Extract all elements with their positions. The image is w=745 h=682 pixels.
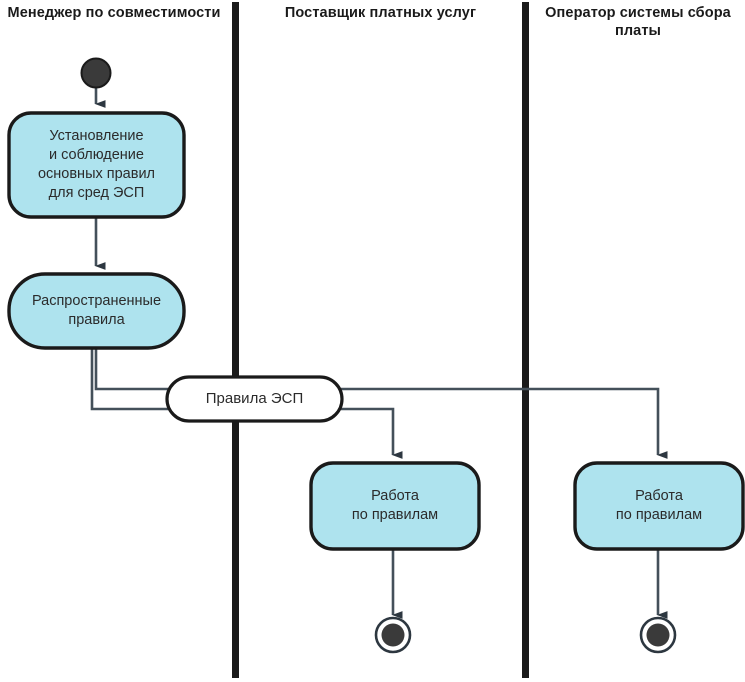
signal-esp-rules-shape[interactable]	[165, 375, 344, 423]
lane-header-compatibility-manager: Менеджер по совместимости	[7, 5, 221, 21]
edge-signal-to-provider	[341, 407, 403, 459]
edge-distributed-to-signal-upper	[94, 348, 168, 391]
edge-signal-to-operator	[341, 387, 668, 459]
activity-establish-rules-shape[interactable]	[7, 111, 186, 219]
initial-node	[80, 57, 112, 89]
edge-distributed-to-signal-lower	[90, 348, 168, 411]
activity-distributed-rules-shape[interactable]	[7, 272, 186, 350]
connectors	[90, 87, 668, 619]
final-node-provider	[374, 616, 412, 654]
lane-header-paid-service-provider: Поставщик платных услуг	[284, 5, 477, 21]
activity-work-by-rules-operator-shape[interactable]	[573, 461, 745, 551]
lane-header-toll-system-operator: Оператор системы сбора платы	[545, 5, 731, 39]
final-node-operator	[639, 616, 677, 654]
activity-work-by-rules-provider-shape[interactable]	[309, 461, 481, 551]
swimlane-dividers	[232, 2, 529, 678]
